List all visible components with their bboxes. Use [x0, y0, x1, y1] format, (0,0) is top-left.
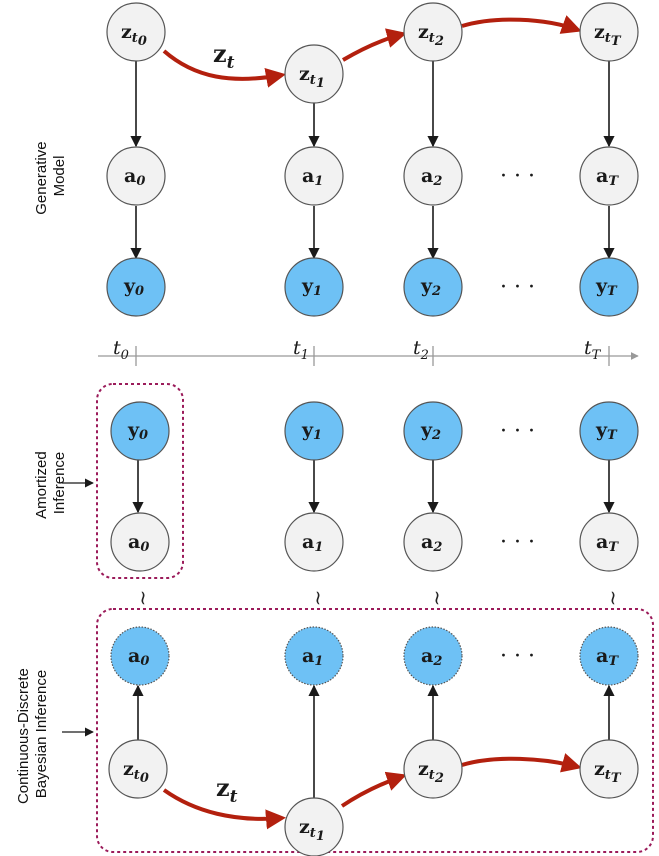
node-bayes-z2: zt2: [403, 739, 463, 799]
transition-arrow-bayes-1-2: [340, 771, 407, 808]
node-gen-y2: y2: [403, 257, 463, 317]
svg-text:a0: a0: [128, 531, 149, 555]
node-bayes-zT: ztT: [579, 739, 639, 799]
ellipsis-amort-y: · · ·: [500, 419, 535, 444]
svg-text:a2: a2: [421, 645, 442, 669]
node-gen-a2: a2: [403, 146, 463, 206]
svg-text:zt2: zt2: [418, 758, 444, 786]
section-label-generative-model: Generative Model: [33, 137, 68, 215]
ellipsis-gen-y: · · ·: [500, 275, 535, 300]
svg-text:ztT: ztT: [594, 21, 622, 49]
ellipsis-bayes-a: · · ·: [500, 644, 535, 669]
svg-text:a0: a0: [128, 645, 149, 669]
svg-text:zt1: zt1: [299, 63, 325, 91]
svg-text:a1: a1: [302, 531, 323, 555]
transition-label-bayes: zt: [216, 773, 238, 807]
svg-text:zt2: zt2: [418, 21, 444, 49]
node-amort-yT: yT: [579, 401, 639, 461]
transition-arrow-gen-1-2: [341, 28, 407, 62]
node-gen-yT: yT: [579, 257, 639, 317]
node-bayes-aT: aT: [579, 626, 639, 686]
svg-text:Generative Model: Generative Model: [33, 137, 68, 215]
svg-text:yT: yT: [595, 419, 618, 443]
node-gen-a0: a0: [106, 146, 166, 206]
ellipsis-amort-a: · · ·: [500, 530, 535, 555]
svg-text:a2: a2: [421, 531, 442, 555]
node-bayes-a1: a1: [284, 626, 344, 686]
svg-text:y0: y0: [127, 419, 148, 443]
section-label-amortized-inference: Amortized Inference: [33, 447, 68, 519]
node-gen-a1: a1: [284, 146, 344, 206]
svg-text:ztT: ztT: [594, 758, 622, 786]
node-gen-zT: ztT: [579, 2, 639, 62]
svg-text:zt0: zt0: [123, 758, 149, 786]
svg-text:Continuous-Discrete Baye: Continuous-Discrete Bayesian Inference: [15, 664, 50, 804]
svg-text:yT: yT: [595, 275, 618, 299]
node-gen-y0: y0: [106, 257, 166, 317]
node-bayes-a0: a0: [110, 626, 170, 686]
svg-text:a1: a1: [302, 645, 323, 669]
section-label-continuous-discrete-bayesian-inference: Continuous-Discrete Bayesian Inference: [15, 664, 50, 804]
svg-text:y0: y0: [123, 275, 144, 299]
svg-text:y1: y1: [301, 419, 322, 443]
transition-label-gen: zt: [213, 39, 235, 73]
svg-text:aT: aT: [596, 165, 619, 189]
svg-text:aT: aT: [596, 531, 619, 555]
node-amort-aT: aT: [579, 512, 639, 572]
svg-text:a0: a0: [124, 165, 145, 189]
amortized-group-box: [96, 383, 184, 579]
transition-arrow-gen-2-T: [461, 15, 582, 34]
node-gen-y1: y1: [284, 257, 344, 317]
tilde-1: ~: [307, 590, 331, 607]
transition-arrow-gen-0-1: [162, 49, 286, 88]
ellipsis-gen-a: · · ·: [500, 164, 535, 189]
transition-arrow-bayes-0-1: [162, 788, 286, 830]
node-amort-a0: a0: [110, 512, 170, 572]
svg-text:y1: y1: [301, 275, 322, 299]
node-amort-a1: a1: [284, 512, 344, 572]
timeline-label-1: t1: [293, 337, 309, 363]
node-amort-y0: y0: [110, 401, 170, 461]
node-amort-y1: y1: [284, 401, 344, 461]
node-gen-z2: zt2: [403, 2, 463, 62]
svg-text:y2: y2: [420, 275, 441, 299]
node-gen-aT: aT: [579, 146, 639, 206]
node-amort-a2: a2: [403, 512, 463, 572]
svg-text:a2: a2: [421, 165, 442, 189]
svg-text:a1: a1: [302, 165, 323, 189]
node-gen-z0: zt0: [106, 2, 166, 62]
node-bayes-a2: a2: [403, 626, 463, 686]
svg-text:aT: aT: [596, 645, 619, 669]
node-gen-z1: zt1: [284, 44, 344, 104]
node-bayes-z0: zt0: [108, 739, 168, 799]
svg-text:zt1: zt1: [299, 816, 325, 844]
timeline-axis: [98, 346, 639, 366]
tilde-0: ~: [132, 590, 156, 607]
tilde-T: ~: [602, 590, 626, 607]
timeline-label-2: t2: [413, 337, 429, 363]
node-amort-y2: y2: [403, 401, 463, 461]
svg-text:Amortized Inference: Amortized Inference: [33, 447, 68, 519]
svg-text:zt0: zt0: [121, 21, 147, 49]
timeline-tick-labels: t0 t1 t2 tT: [113, 337, 602, 363]
timeline-label-0: t0: [113, 337, 129, 363]
node-bayes-z1: zt1: [284, 797, 344, 856]
tilde-2: ~: [426, 590, 450, 607]
transition-arrow-bayes-2-T: [461, 753, 582, 773]
svg-text:y2: y2: [420, 419, 441, 443]
timeline-label-T: tT: [584, 337, 602, 363]
bayesian-group-box: [96, 608, 654, 853]
